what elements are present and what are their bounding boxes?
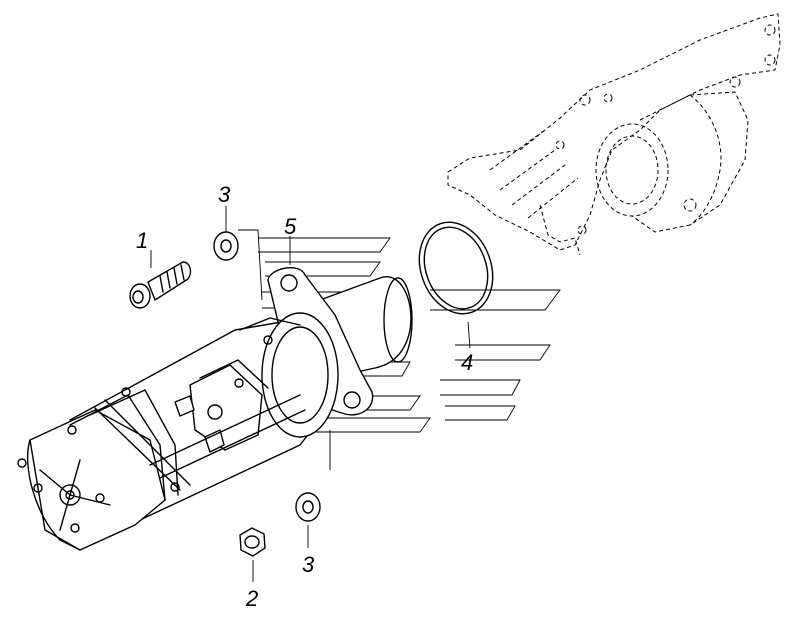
callout-label-3-upper: 3 [218, 182, 231, 207]
cap-screw [129, 261, 192, 309]
callout-label-5: 5 [284, 214, 297, 239]
nut [239, 527, 266, 557]
callout-label-4: 4 [461, 350, 473, 375]
callout-label-2: 2 [245, 586, 258, 611]
callout-label-1: 1 [136, 228, 148, 253]
leader-lines [150, 206, 471, 582]
flywheel-housing [447, 13, 781, 256]
o-ring [418, 221, 494, 315]
washer-lower [295, 492, 321, 522]
starter-motor [17, 267, 413, 551]
washer-upper [213, 231, 239, 261]
callout-label-3-lower: 3 [302, 552, 315, 577]
